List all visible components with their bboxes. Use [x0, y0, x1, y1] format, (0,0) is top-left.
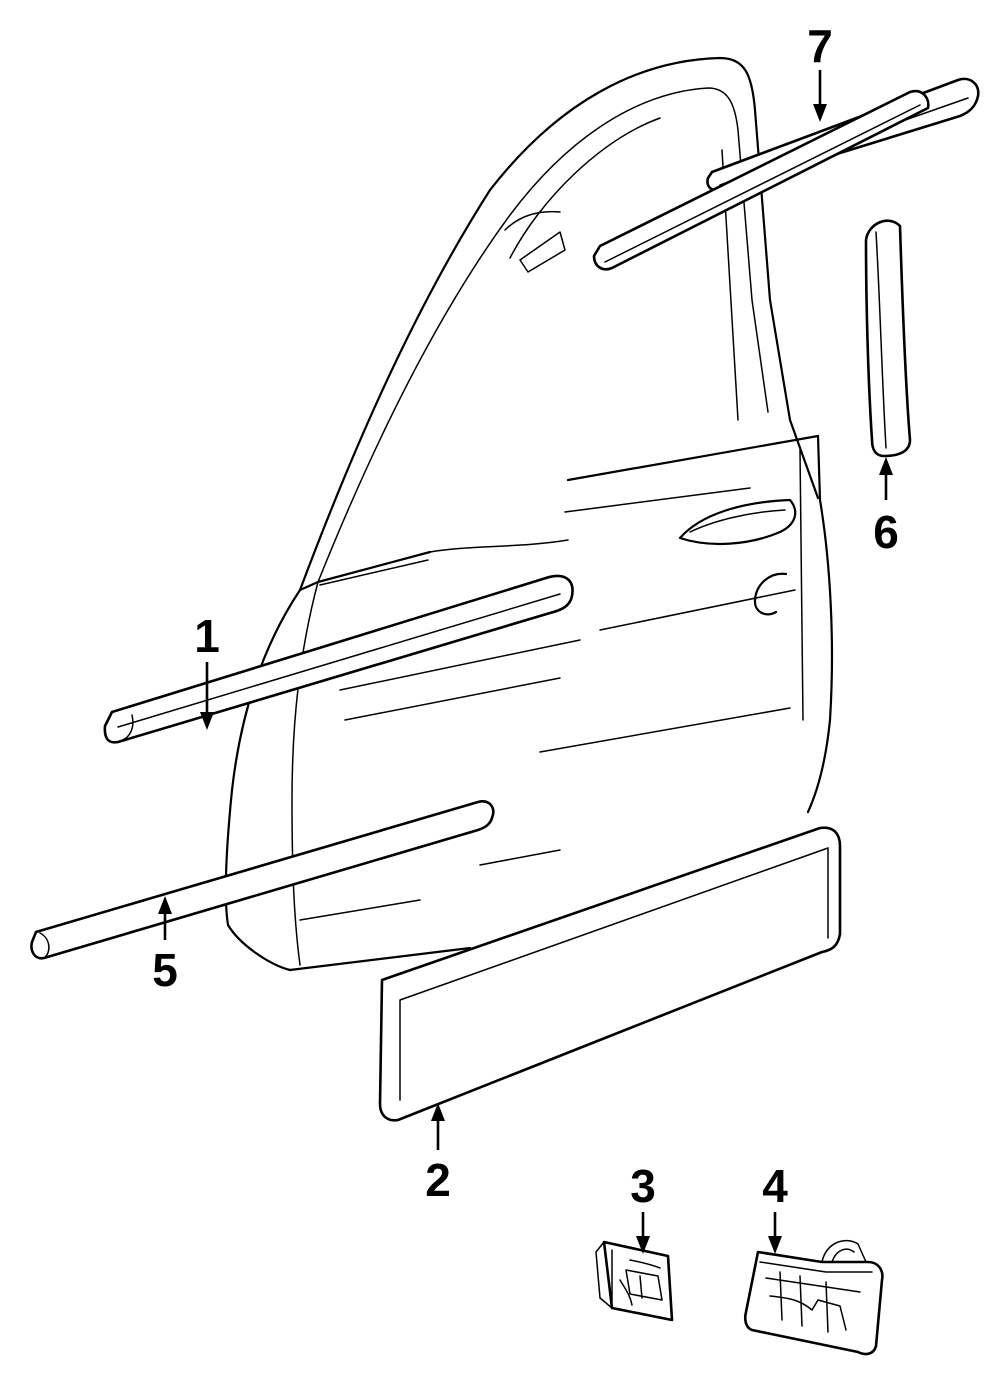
callout-6: 6 [873, 506, 899, 558]
part-4-clip [743, 1239, 884, 1356]
callout-1: 1 [194, 610, 220, 662]
callout-3: 3 [630, 1160, 656, 1212]
part-6-pillar-applique [864, 219, 912, 458]
part-5-lower-molding [30, 800, 495, 960]
callout-labels: 1 2 3 4 5 6 7 [152, 20, 899, 1212]
callout-7: 7 [807, 20, 833, 72]
part-1-body-side-molding [103, 574, 574, 744]
callout-arrows [158, 70, 893, 1254]
callout-4: 4 [762, 1160, 788, 1212]
part-7-belt-molding [592, 77, 980, 271]
part-2-door-panel-molding [378, 826, 842, 1122]
part-3-clip [595, 1240, 674, 1322]
callout-2: 2 [425, 1154, 451, 1206]
callout-5: 5 [152, 944, 178, 996]
